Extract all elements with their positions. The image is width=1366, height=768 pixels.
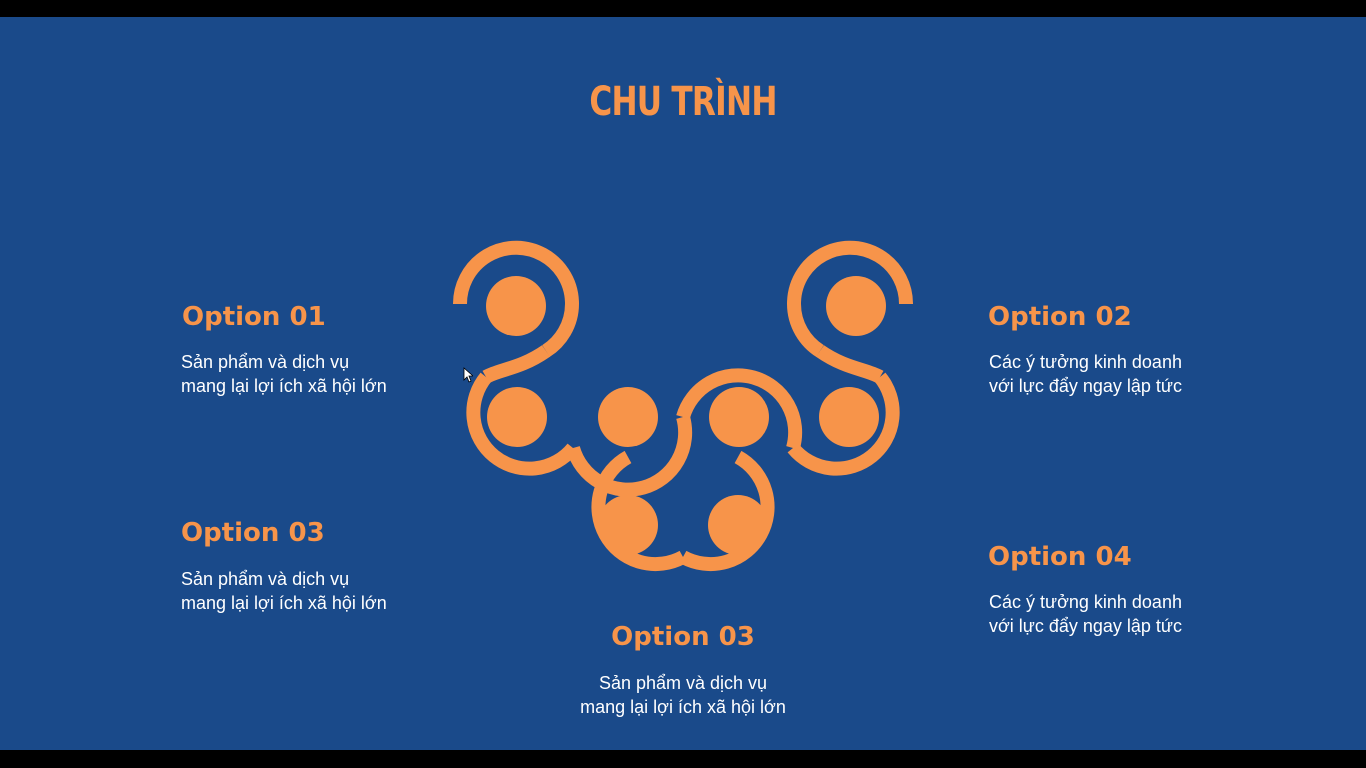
ring-mid-center-left [566, 415, 693, 497]
option-01-line-2: mang lại lợi ích xã hội lớn [181, 376, 387, 396]
dot-mid-center-left [598, 387, 658, 447]
option-03-left-line-1: Sản phẩm và dịch vụ [181, 569, 350, 589]
slide-title: CHU TRÌNH [589, 79, 777, 125]
option-04-heading: Option 04 [988, 542, 1132, 572]
option-02-line-1: Các ý tưởng kinh doanh [989, 352, 1182, 372]
option-01-line-1: Sản phẩm và dịch vụ [181, 352, 350, 372]
option-04-line-1: Các ý tưởng kinh doanh [989, 592, 1182, 612]
option-03-center-heading: Option 03 [611, 622, 755, 652]
option-03-center-line-2: mang lại lợi ích xã hội lớn [580, 697, 786, 717]
option-03-center-line-1: Sản phẩm và dịch vụ [598, 673, 768, 693]
dot-top-left [486, 276, 546, 336]
option-03-left-heading: Option 03 [181, 518, 325, 548]
ring-mid-right [787, 372, 900, 476]
ring-dots [486, 276, 886, 555]
option-01-description: Sản phẩm và dịch vụ mang lại lợi ích xã … [181, 350, 387, 398]
option-02-line-2: với lực đẩy ngay lập tức [989, 376, 1182, 396]
connector-top-left [482, 345, 550, 384]
dot-top-right [826, 276, 886, 336]
option-03-center-description: Sản phẩm và dịch vụ mang lại lợi ích xã … [533, 671, 833, 719]
dot-mid-center-right [709, 387, 769, 447]
dot-bottom-right [708, 495, 768, 555]
ring-connectors [452, 240, 914, 572]
option-03-left-description: Sản phẩm và dịch vụ mang lại lợi ích xã … [181, 567, 387, 615]
ring-top-right [787, 240, 914, 357]
presentation-slide: CHU TRÌNH Option 01 Sản phẩm và dịch vụ … [0, 17, 1366, 750]
option-03-left-line-2: mang lại lợi ích xã hội lớn [181, 593, 387, 613]
connector-top-right [816, 345, 884, 384]
cycle-rings-diagram [452, 240, 914, 572]
dot-mid-left [487, 387, 547, 447]
option-04-description: Các ý tưởng kinh doanh với lực đẩy ngay … [989, 590, 1182, 638]
ring-top-left [452, 240, 579, 357]
ring-mid-center-right [676, 368, 803, 450]
dot-mid-right [819, 387, 879, 447]
ring-mid-left [466, 372, 579, 476]
option-02-description: Các ý tưởng kinh doanh với lực đẩy ngay … [989, 350, 1182, 398]
option-04-line-2: với lực đẩy ngay lập tức [989, 616, 1182, 636]
option-02-heading: Option 02 [988, 302, 1132, 332]
dot-bottom-left [598, 495, 658, 555]
option-01-heading: Option 01 [182, 302, 326, 332]
mouse-pointer-icon [463, 367, 473, 383]
